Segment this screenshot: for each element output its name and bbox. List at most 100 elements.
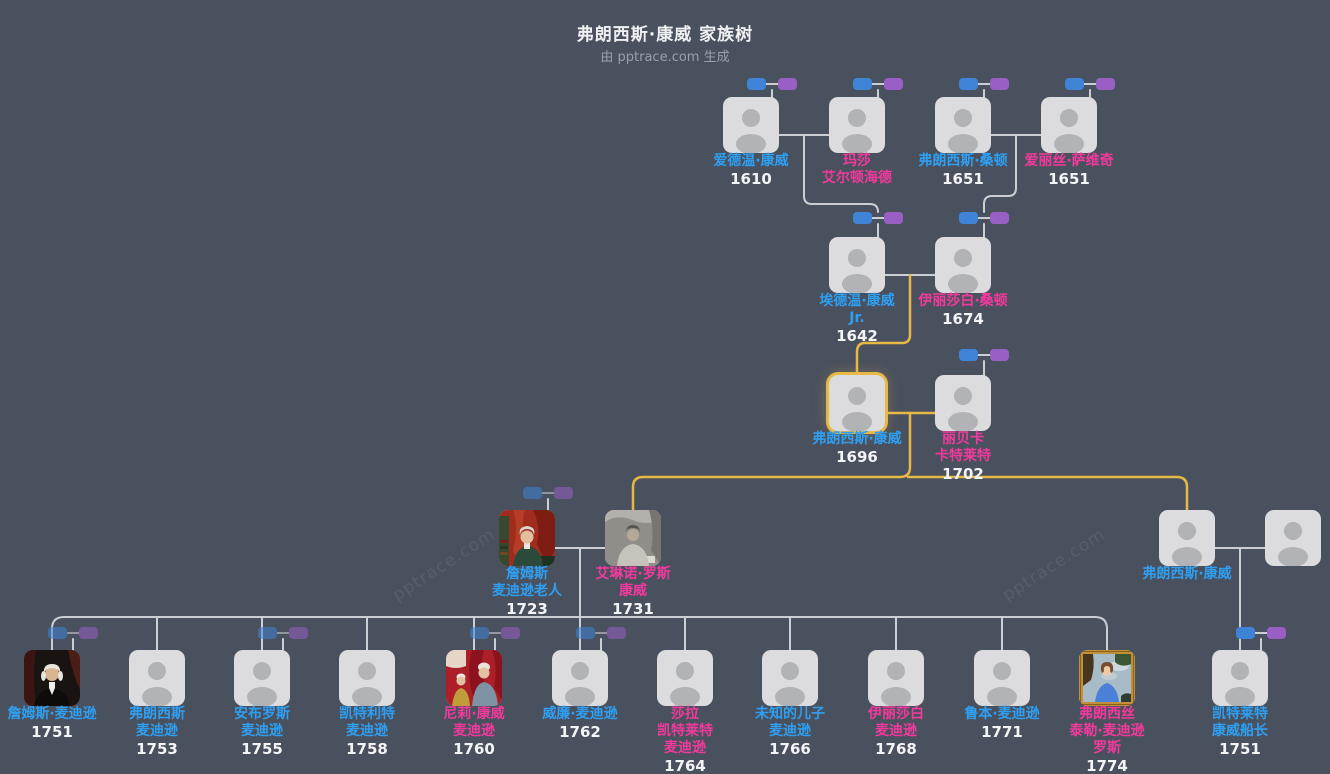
father-pill-icon[interactable] — [959, 212, 978, 224]
father-pill-icon[interactable] — [576, 627, 595, 639]
person-avatar[interactable] — [1041, 97, 1097, 153]
person-node-ambrose-madison[interactable]: 安布罗斯 麦迪逊 1755 — [202, 627, 322, 758]
father-pill-icon[interactable] — [1236, 627, 1255, 639]
person-avatar[interactable] — [762, 650, 818, 706]
person-node-eleanor-rose-conway[interactable]: 艾琳诺·罗斯 康威 1731 — [573, 510, 693, 618]
collapsed-parents-toggle[interactable] — [959, 78, 1009, 90]
person-name: 卡特莱特 — [935, 448, 991, 464]
person-avatar[interactable] — [935, 375, 991, 431]
person-node-unknown-son-madison[interactable]: 未知的儿子 麦迪逊 1766 — [730, 650, 850, 758]
mother-pill-icon[interactable] — [990, 78, 1009, 90]
person-node-james-madison-sr[interactable]: 詹姆斯 麦迪逊老人 1723 — [467, 487, 587, 618]
person-silhouette-icon — [352, 662, 382, 706]
person-avatar[interactable] — [1079, 650, 1135, 706]
father-pill-icon[interactable] — [1065, 78, 1084, 90]
person-node-rebecca-catlett[interactable]: 丽贝卡 卡特莱特 1702 — [903, 349, 1023, 483]
person-silhouette-icon — [842, 249, 872, 293]
person-avatar[interactable] — [657, 650, 713, 706]
person-silhouette-icon — [842, 387, 872, 431]
person-avatar[interactable] — [974, 650, 1030, 706]
person-avatar[interactable] — [1159, 510, 1215, 566]
mother-pill-icon[interactable] — [607, 627, 626, 639]
pill-link — [1084, 83, 1096, 85]
collapsed-parents-toggle[interactable] — [523, 487, 573, 499]
collapsed-relatives-toggle[interactable] — [48, 627, 98, 639]
father-pill-icon[interactable] — [48, 627, 67, 639]
person-avatar[interactable] — [446, 650, 502, 706]
mother-pill-icon[interactable] — [884, 78, 903, 90]
person-node-catlett-conway-captain[interactable]: 凯特莱特 康威船长 1751 — [1180, 627, 1300, 758]
collapsed-parents-toggle[interactable] — [959, 349, 1009, 361]
person-node-francis-madison[interactable]: 弗朗西斯 麦迪逊 1753 — [97, 650, 217, 758]
person-name: 伊丽莎白 — [868, 706, 924, 722]
collapsed-parents-toggle[interactable] — [959, 212, 1009, 224]
person-node-alice-savage[interactable]: 爱丽丝·萨维奇 1651 — [1009, 78, 1129, 188]
person-avatar-highlighted[interactable] — [829, 375, 885, 431]
person-name: 康威船长 — [1212, 723, 1268, 739]
mother-pill-icon[interactable] — [289, 627, 308, 639]
person-name: 康威 — [619, 583, 647, 599]
person-avatar[interactable] — [552, 650, 608, 706]
collapsed-relatives-toggle[interactable] — [470, 627, 520, 639]
father-pill-icon[interactable] — [523, 487, 542, 499]
person-avatar[interactable] — [129, 650, 185, 706]
mother-pill-icon[interactable] — [990, 349, 1009, 361]
person-avatar[interactable] — [868, 650, 924, 706]
person-node-reuben-madison[interactable]: 鲁本·麦迪逊 1771 — [942, 650, 1062, 741]
person-name: 爱德温·康威 — [713, 153, 789, 169]
person-node-martha-eltonhead[interactable]: 玛莎 艾尔顿海德 — [797, 78, 917, 187]
person-node-james-madison[interactable]: 詹姆斯·麦迪逊 1751 — [0, 627, 112, 741]
person-node-catlett-madison[interactable]: 凯特利特 麦迪逊 1758 — [307, 650, 427, 758]
person-node-edwin-conway-jr[interactable]: 埃德温·康威 Jr. 1642 — [797, 212, 917, 345]
mother-pill-icon[interactable] — [990, 212, 1009, 224]
mother-pill-icon[interactable] — [884, 212, 903, 224]
person-node-francis-conway-root[interactable]: 弗朗西斯·康威 1696 — [797, 375, 917, 466]
person-node-francis-conway-ii[interactable]: 弗朗西斯·康威 — [1127, 510, 1247, 583]
collapsed-parents-toggle[interactable] — [747, 78, 797, 90]
person-node-frances-taylor-madison-rose[interactable]: 弗朗西丝 泰勒·麦迪逊 罗斯 1774 — [1047, 650, 1167, 774]
person-avatar[interactable] — [935, 97, 991, 153]
person-name: 凯特利特 — [339, 706, 395, 722]
father-pill-icon[interactable] — [959, 78, 978, 90]
person-node-sarah-catlett-madison[interactable]: 莎拉 凯特莱特 麦迪逊 1764 — [625, 650, 745, 774]
person-node-nelly-conway-madison[interactable]: 尼莉·康威 麦迪逊 1760 — [414, 627, 534, 758]
father-pill-icon[interactable] — [959, 349, 978, 361]
collapsed-parents-toggle[interactable] — [853, 212, 903, 224]
person-avatar[interactable] — [829, 97, 885, 153]
father-pill-icon[interactable] — [853, 78, 872, 90]
person-node-edwin-conway[interactable]: 爱德温·康威 1610 — [691, 78, 811, 188]
person-avatar[interactable] — [1212, 650, 1268, 706]
person-avatar[interactable] — [24, 650, 80, 706]
mother-pill-icon[interactable] — [778, 78, 797, 90]
person-avatar[interactable] — [829, 237, 885, 293]
person-node-elizabeth-madison[interactable]: 伊丽莎白 麦迪逊 1768 — [836, 650, 956, 758]
person-node-unknown-spouse[interactable] — [1233, 510, 1330, 566]
person-silhouette-icon — [881, 662, 911, 706]
mother-pill-icon[interactable] — [1096, 78, 1115, 90]
father-pill-icon[interactable] — [470, 627, 489, 639]
father-pill-icon[interactable] — [853, 212, 872, 224]
mother-pill-icon[interactable] — [501, 627, 520, 639]
person-avatar[interactable] — [499, 510, 555, 566]
mother-pill-icon[interactable] — [79, 627, 98, 639]
person-node-francis-thornton[interactable]: 弗朗西斯·桑顿 1651 — [903, 78, 1023, 188]
person-name: 玛莎 — [843, 153, 871, 169]
person-avatar[interactable] — [1265, 510, 1321, 566]
collapsed-parents-toggle[interactable] — [853, 78, 903, 90]
person-avatar[interactable] — [234, 650, 290, 706]
collapsed-parents-toggle[interactable] — [1065, 78, 1115, 90]
person-name: 弗朗西丝 — [1079, 706, 1135, 722]
person-avatar[interactable] — [935, 237, 991, 293]
mother-pill-icon[interactable] — [554, 487, 573, 499]
collapsed-relatives-toggle[interactable] — [258, 627, 308, 639]
person-node-william-madison[interactable]: 威廉·麦迪逊 1762 — [520, 627, 640, 741]
collapsed-relatives-toggle[interactable] — [576, 627, 626, 639]
father-pill-icon[interactable] — [258, 627, 277, 639]
collapsed-relatives-toggle[interactable] — [1236, 627, 1286, 639]
person-avatar[interactable] — [723, 97, 779, 153]
person-avatar[interactable] — [339, 650, 395, 706]
father-pill-icon[interactable] — [747, 78, 766, 90]
mother-pill-icon[interactable] — [1267, 627, 1286, 639]
person-node-elizabeth-thornton[interactable]: 伊丽莎白·桑顿 1674 — [903, 212, 1023, 328]
person-avatar[interactable] — [605, 510, 661, 566]
